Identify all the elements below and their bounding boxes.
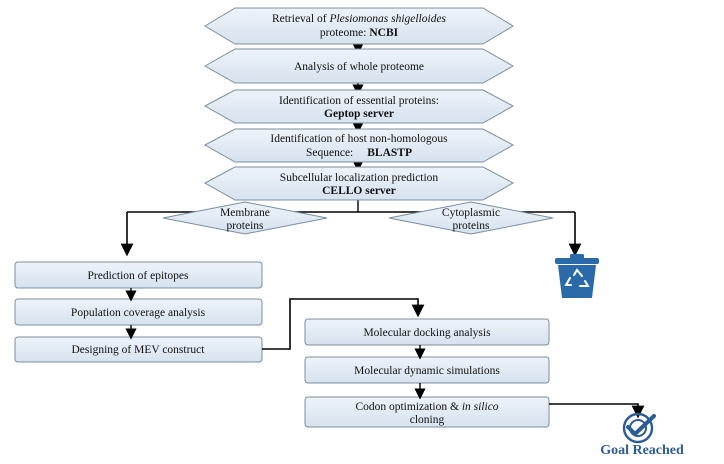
essential-hexagon bbox=[203, 89, 515, 124]
retrieval-organism: Plesiomonas shigelloides bbox=[328, 13, 446, 25]
population-label: Population coverage analysis bbox=[71, 307, 206, 319]
localization-tool: CELLO server bbox=[322, 185, 396, 197]
retrieval-line2: proteome: NCBI bbox=[320, 27, 399, 39]
retrieval-line1: Retrieval of Plesiomonas shigelloides bbox=[272, 13, 447, 25]
membrane-diamond bbox=[162, 201, 328, 235]
analysis-label: Analysis of whole proteome bbox=[294, 61, 424, 73]
membrane-line2: proteins bbox=[226, 220, 264, 232]
retrieval-hexagon bbox=[204, 7, 514, 45]
simulations-box bbox=[304, 356, 550, 384]
analysis-hexagon bbox=[203, 48, 515, 84]
mev-label: Designing of MEV construct bbox=[72, 344, 206, 356]
non-homologous-line2: Sequence: BLASTP bbox=[306, 147, 412, 159]
simulations-label: Molecular dynamic simulations bbox=[354, 365, 500, 377]
essential-line1: Identification of essential proteins: bbox=[279, 95, 439, 107]
codon-to-goal-connector bbox=[549, 403, 645, 419]
retrieval-tool: NCBI bbox=[369, 27, 398, 39]
goal-reached-label: Goal Reached bbox=[600, 443, 684, 458]
cytoplasmic-line1: Cytoplasmic bbox=[442, 207, 500, 219]
codon-box bbox=[304, 396, 550, 428]
recycle-bin-icon bbox=[555, 254, 599, 298]
epitopes-box bbox=[14, 261, 263, 289]
non-homologous-tool: BLASTP bbox=[367, 147, 412, 159]
non-homologous-line2-prefix: Sequence: bbox=[306, 147, 353, 159]
retrieval-prefix: Retrieval of bbox=[272, 13, 329, 25]
codon-line2: cloning bbox=[410, 414, 445, 426]
mev-to-docking-connector bbox=[262, 298, 425, 350]
codon-prefix: Codon optimization & bbox=[355, 401, 461, 413]
essential-tool: Geptop server bbox=[324, 108, 394, 120]
codon-line1: Codon optimization & in silico bbox=[355, 401, 498, 413]
docking-label: Molecular docking analysis bbox=[363, 327, 491, 339]
codon-italic: in silico bbox=[462, 401, 499, 413]
epitopes-label: Prediction of epitopes bbox=[88, 270, 189, 282]
localization-line1: Subcellular localization prediction bbox=[280, 172, 439, 184]
non-homologous-hexagon bbox=[203, 128, 515, 163]
non-homologous-line1: Identification of host non-homologous bbox=[270, 133, 448, 145]
retrieval-line2-prefix: proteome: bbox=[320, 27, 370, 39]
cytoplasmic-diamond bbox=[388, 201, 554, 235]
localization-hexagon bbox=[203, 166, 515, 201]
docking-box bbox=[304, 318, 550, 346]
membrane-line1: Membrane bbox=[220, 207, 270, 219]
target-check-icon bbox=[622, 412, 656, 444]
cytoplasmic-line2: proteins bbox=[452, 220, 490, 232]
population-box bbox=[14, 298, 263, 326]
